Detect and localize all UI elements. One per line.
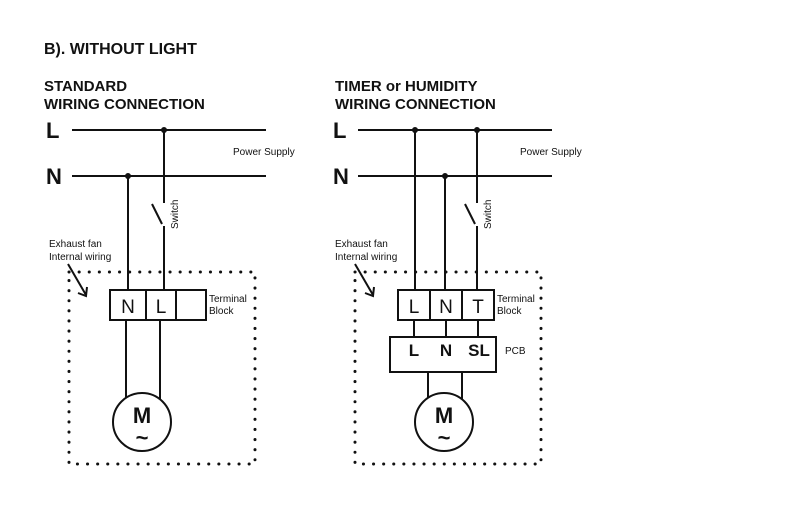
standard-switch-label: Switch — [170, 200, 181, 229]
standard-fan-label-line1: Exhaust fan — [49, 239, 102, 250]
timer-terminal-n: N — [439, 297, 453, 318]
timer-humidity-wiring-diagram: TIMER or HUMIDITY WIRING CONNECTION L N … — [333, 78, 582, 464]
standard-live-label: L — [46, 118, 59, 143]
standard-terminal-l: L — [156, 297, 167, 318]
standard-arrow-icon — [68, 264, 87, 296]
timer-pcb-terminal-l: L — [409, 341, 419, 360]
timer-terminal-block-label-line2: Block — [497, 306, 522, 317]
standard-motor-ac-symbol: ~ — [136, 425, 149, 450]
timer-fan-label-line2: Internal wiring — [335, 252, 397, 263]
standard-wiring-diagram: STANDARD WIRING CONNECTION L N Power Sup… — [44, 78, 295, 464]
timer-title-line1: TIMER or HUMIDITY — [335, 78, 478, 95]
standard-fan-label-line2: Internal wiring — [49, 252, 111, 263]
timer-arrow-icon — [355, 264, 374, 296]
timer-motor-ac-symbol: ~ — [438, 425, 451, 450]
timer-fan-label-line1: Exhaust fan — [335, 239, 388, 250]
timer-pcb-terminal-sl: SL — [468, 341, 490, 360]
timer-terminal-t: T — [472, 297, 484, 318]
timer-power-supply-label: Power Supply — [520, 147, 582, 158]
standard-power-supply-label: Power Supply — [233, 147, 295, 158]
timer-title-line2: WIRING CONNECTION — [335, 96, 496, 113]
standard-terminal-block-label-line1: Terminal — [209, 294, 247, 305]
timer-neutral-label: N — [333, 164, 349, 189]
timer-live-label: L — [333, 118, 346, 143]
standard-title-line2: WIRING CONNECTION — [44, 96, 205, 113]
timer-pcb-label: PCB — [505, 346, 526, 357]
timer-terminal-block-label-line1: Terminal — [497, 294, 535, 305]
standard-terminal-block-label-line2: Block — [209, 306, 234, 317]
standard-terminal-n: N — [121, 297, 135, 318]
timer-pcb-terminal-n: N — [440, 341, 452, 360]
timer-switch-blade — [465, 204, 475, 224]
standard-switch-blade — [152, 204, 162, 224]
standard-title-line1: STANDARD — [44, 78, 127, 95]
timer-terminal-l: L — [409, 297, 420, 318]
standard-neutral-label: N — [46, 164, 62, 189]
section-title: B). WITHOUT LIGHT — [44, 41, 197, 58]
timer-switch-label: Switch — [483, 200, 494, 229]
